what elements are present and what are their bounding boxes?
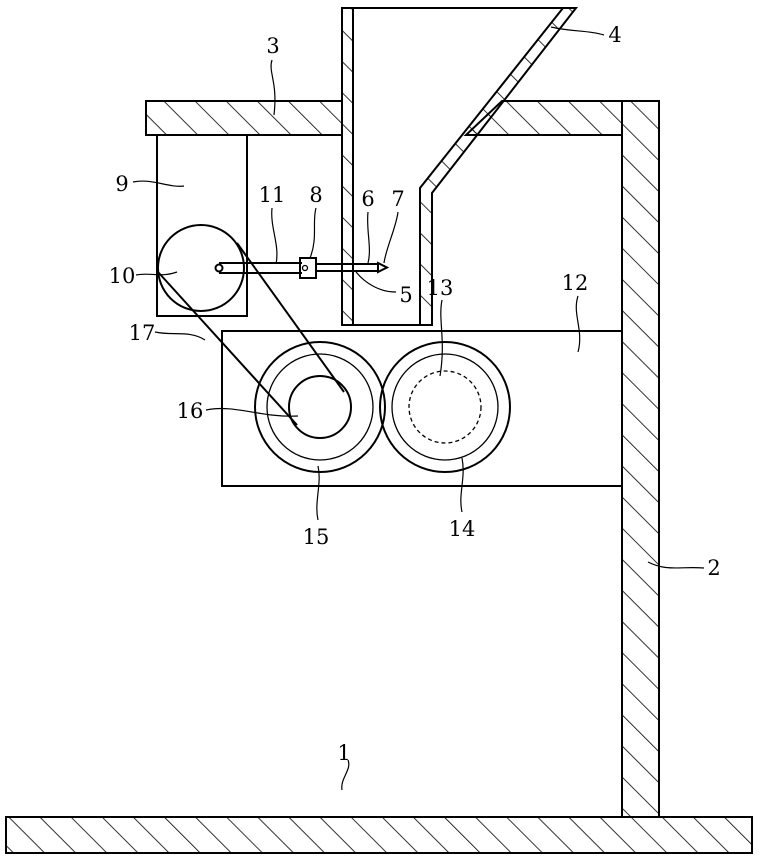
label-16: 16 [177, 399, 204, 423]
belt-inner [237, 243, 344, 392]
leader-8 [310, 208, 316, 258]
label-5: 5 [399, 283, 412, 307]
label-4: 4 [608, 23, 621, 47]
leader-9 [133, 181, 184, 186]
label-1: 1 [337, 741, 350, 765]
label-7: 7 [391, 187, 404, 211]
vertical-column [622, 101, 659, 817]
leader-7 [384, 212, 398, 263]
label-10: 10 [109, 264, 136, 288]
label-2: 2 [707, 556, 720, 580]
label-3: 3 [266, 34, 279, 58]
label-14: 14 [449, 517, 476, 541]
label-17: 17 [129, 321, 156, 345]
push-rod-tip [378, 263, 387, 272]
drive-wheel [158, 225, 244, 311]
hopper-left-wall [342, 8, 353, 325]
leader-15 [317, 466, 319, 520]
label-11: 11 [259, 183, 286, 207]
slider-pin [303, 266, 308, 271]
label-15: 15 [303, 525, 330, 549]
right-roller [380, 342, 510, 472]
leader-11 [272, 208, 277, 264]
left-roller-inner-ring [267, 354, 373, 460]
belt-pulley [289, 376, 351, 438]
leader-13 [440, 300, 442, 376]
label-12: 12 [562, 271, 589, 295]
label-8: 8 [309, 183, 322, 207]
label-13: 13 [427, 276, 454, 300]
leader-12 [576, 296, 579, 352]
left-roller [255, 342, 385, 472]
leader-17 [155, 332, 205, 340]
leader-6 [368, 212, 370, 263]
label-6: 6 [361, 187, 374, 211]
leader-5 [356, 272, 396, 292]
right-roller-shaft-hidden [409, 371, 481, 443]
top-beam-left [146, 101, 342, 135]
label-9: 9 [115, 172, 128, 196]
crank-pin [216, 265, 223, 272]
base-plate [6, 817, 752, 853]
right-roller-inner-ring [392, 354, 498, 460]
